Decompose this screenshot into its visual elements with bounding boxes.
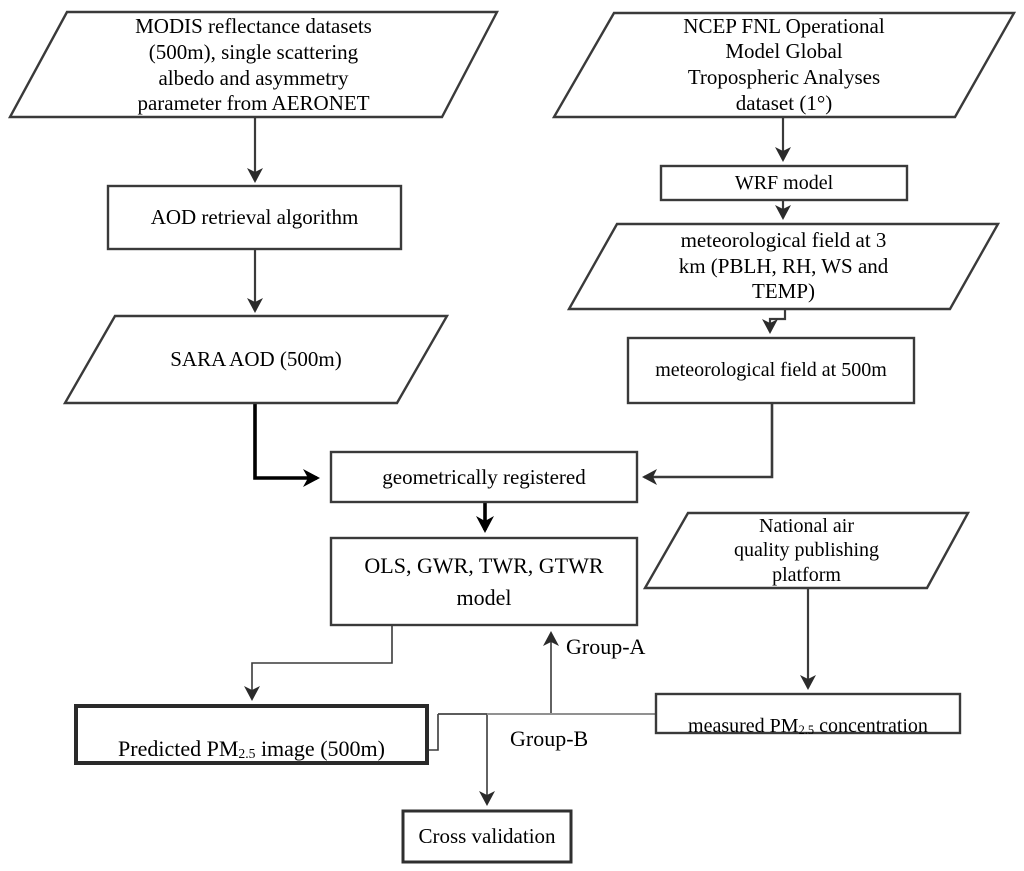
ncep-node-shape [551,11,1017,119]
predicted-pm25-suffix: image (500m) [255,735,385,761]
met-3km-node-label: meteorological field at 3 km (PBLH, RH, … [678,228,889,304]
predicted-pm25-node-shape [74,704,429,765]
edge-ols-to-predicted [244,625,393,701]
measured-pm25-prefix: measured PM [688,714,799,737]
edge-sara-to-geo [253,403,320,487]
measured-pm25-suffix: concentration [814,714,928,737]
measured-pm25-subscript: 2.5 [798,722,815,737]
predicted-pm25-subscript: 2.5 [238,745,256,761]
measured-pm25-node-label: measured PM2.5 concentration [656,694,960,737]
cross-validation-node-label: Cross validation [418,824,556,849]
predicted-pm25-prefix: Predicted PM [118,735,239,761]
aod-retrieval-node-shape [106,184,403,251]
sara-aod-node-label: SARA AOD (500m) [170,347,342,372]
national-platform-node-shape [642,511,971,590]
edge-met3km-to-met500m [762,309,787,334]
geo-registered-node-label: geometrically registered [382,464,586,489]
predicted-pm25-node-label: Predicted PM2.5 image (500m) [76,706,427,763]
modis-node-shape [7,10,499,119]
modis-node-label: MODIS reflectance datasets (500m), singl… [135,14,372,116]
national-platform-node-label: National air quality publishing platform [734,514,879,586]
ols-model-node-shape [329,536,639,627]
cross-validation-node-shape [401,809,573,864]
met-3km-node-shape [566,222,1001,311]
measured-pm25-node-shape [654,692,962,735]
sara-aod-node-shape [62,314,450,405]
wrf-node-shape [659,164,909,202]
group-a-edge-label: Group-A [566,634,646,659]
met-500m-node-label: meteorological field at 500m [655,359,887,381]
ols-model-node-label: OLS, GWR, TWR, GTWR model [364,552,604,610]
wrf-node-label: WRF model [734,171,834,194]
edge-predicted-step [427,714,439,751]
aod-retrieval-node-label: AOD retrieval algorithm [150,205,359,230]
geo-registered-node-shape [329,450,639,504]
met-500m-node-shape [626,336,916,405]
ncep-node-label: NCEP FNL Operational Model Global Tropos… [683,13,885,115]
edge-met500m-to-geo [642,403,774,485]
group-b-edge-label: Group-B [510,726,589,751]
